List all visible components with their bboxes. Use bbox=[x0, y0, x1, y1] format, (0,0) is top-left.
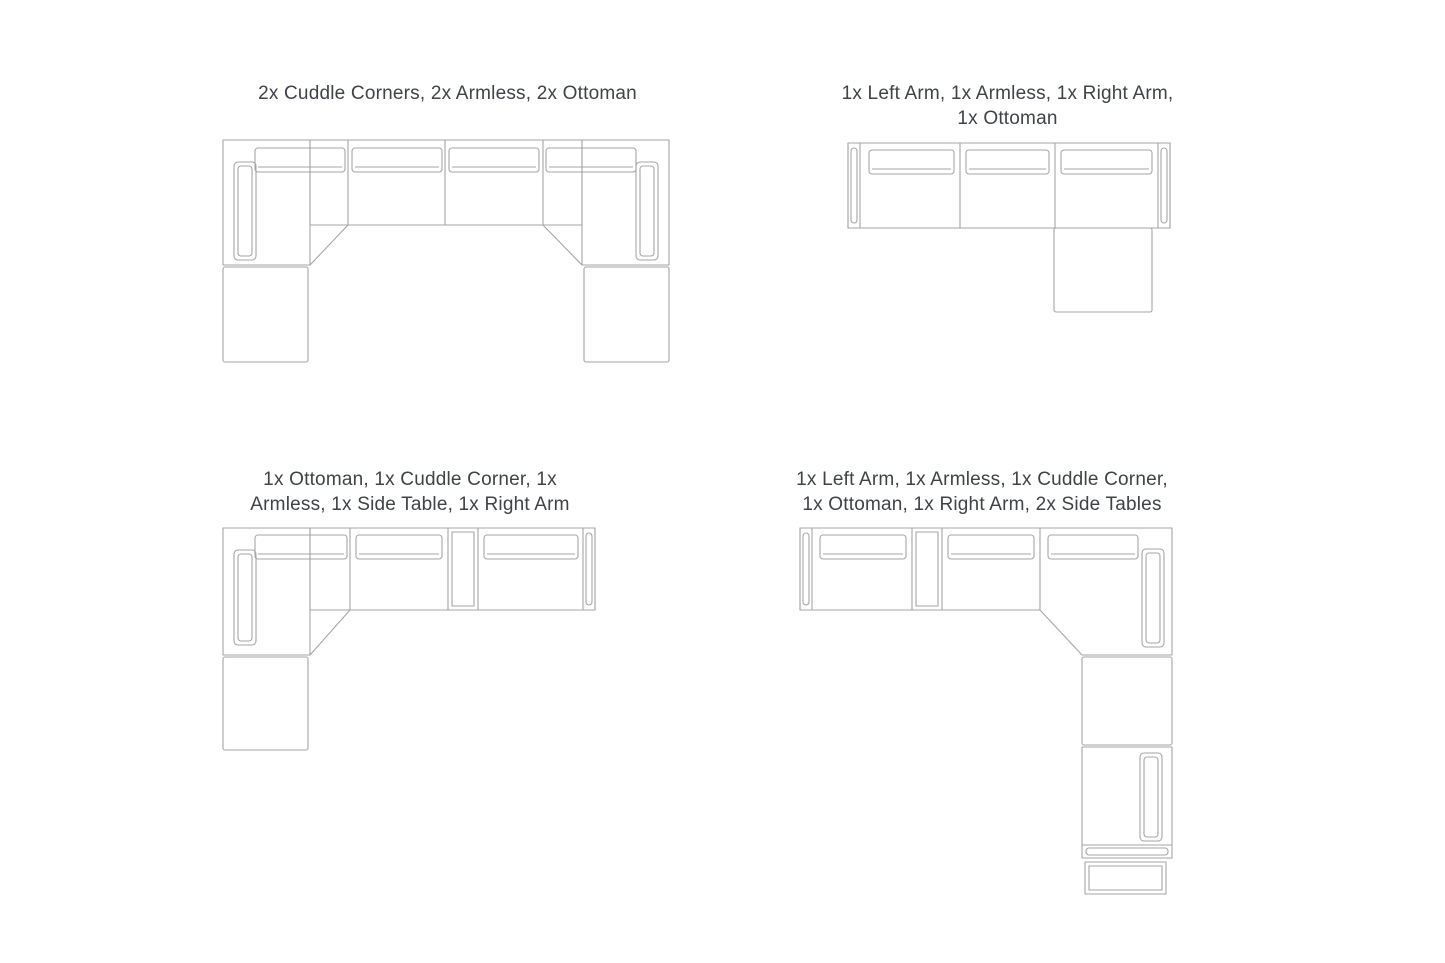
corner-seam-diagonal bbox=[309, 609, 351, 656]
back-cushions bbox=[868, 149, 1153, 175]
cuddle-corner-arm-cushions bbox=[233, 161, 659, 261]
right-arm bbox=[582, 527, 596, 611]
ottoman bbox=[1081, 656, 1173, 746]
ottoman bbox=[1053, 227, 1153, 313]
configuration-figure-2: 1x Left Arm, 1x Armless, 1x Right Arm, 1… bbox=[795, 82, 1220, 322]
sofa-with-ottoman-diagram bbox=[847, 142, 1171, 313]
sofa-body-outline bbox=[847, 142, 1171, 229]
ottomans bbox=[222, 266, 670, 363]
ottoman bbox=[222, 656, 309, 751]
back-cushions bbox=[254, 534, 579, 560]
cuddle-corner-arm-cushion bbox=[1141, 548, 1165, 648]
l-sectional-side-table-diagram bbox=[222, 527, 596, 751]
u-shaped-sectional-diagram bbox=[222, 139, 670, 363]
configuration-figure-1: 2x Cuddle Corners, 2x Armless, 2x Ottoma… bbox=[160, 82, 735, 367]
l-sectional-two-side-tables-diagram bbox=[799, 527, 1173, 895]
side-table-top bbox=[911, 527, 943, 611]
corner-seam-diagonals bbox=[309, 224, 583, 266]
sofa-body-outline bbox=[222, 527, 596, 656]
configuration-figure-3: 1x Ottoman, 1x Cuddle Corner, 1x Armless… bbox=[195, 468, 625, 758]
configuration-label-1: 2x Cuddle Corners, 2x Armless, 2x Ottoma… bbox=[258, 83, 637, 104]
left-arm bbox=[799, 527, 813, 611]
cuddle-corner-arm-cushion bbox=[233, 549, 257, 646]
side-table-bottom bbox=[1084, 861, 1167, 895]
configuration-label-3: 1x Ottoman, 1x Cuddle Corner, 1x Armless… bbox=[250, 469, 570, 515]
configuration-label-2: 1x Left Arm, 1x Armless, 1x Right Arm, 1… bbox=[841, 83, 1174, 129]
configuration-figure-4: 1x Left Arm, 1x Armless, 1x Cuddle Corne… bbox=[762, 468, 1202, 900]
configuration-label-4: 1x Left Arm, 1x Armless, 1x Cuddle Corne… bbox=[796, 469, 1168, 515]
side-table bbox=[447, 527, 479, 611]
sofa-body-outline bbox=[799, 527, 1173, 656]
left-arm bbox=[847, 142, 861, 229]
sofa-body-outline bbox=[222, 139, 670, 266]
back-cushions bbox=[254, 147, 637, 173]
right-arm bbox=[1157, 142, 1171, 229]
back-cushions bbox=[819, 534, 1139, 560]
right-arm-seat bbox=[1081, 746, 1173, 859]
